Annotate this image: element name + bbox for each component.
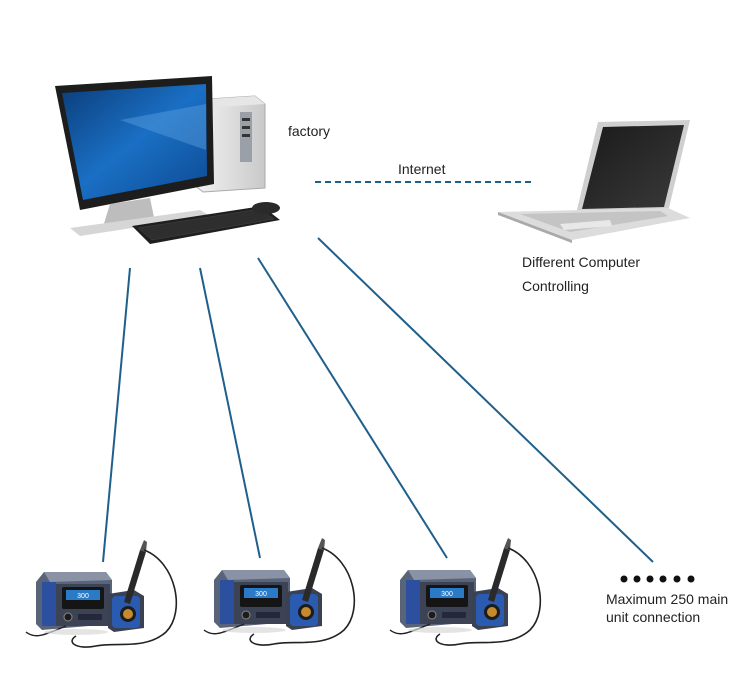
max-label-line-1: Maximum 250 main — [606, 591, 729, 607]
soldering-station-icon — [389, 537, 542, 646]
connection-line-4 — [317, 237, 654, 563]
soldering-station-icon — [203, 537, 356, 646]
factory-label: factory — [288, 123, 331, 139]
soldering-station-icon — [25, 539, 178, 648]
max-label-line-2: unit connection — [606, 609, 701, 625]
remote-label-line-2: Controlling — [522, 278, 589, 294]
connection-line-3 — [257, 257, 448, 559]
ellipsis-dots-icon — [620, 575, 695, 583]
connection-line-1 — [102, 267, 131, 563]
internet-label: Internet — [398, 161, 446, 177]
connection-line-2 — [199, 267, 261, 559]
remote-label-line-1: Different Computer — [522, 254, 641, 270]
desktop-computer-icon — [55, 76, 280, 244]
max-connection-label: Maximum 250 main unit connection — [606, 590, 728, 626]
remote-computer-label: Different Computer Controlling — [522, 250, 640, 298]
laptop-icon — [498, 120, 690, 243]
